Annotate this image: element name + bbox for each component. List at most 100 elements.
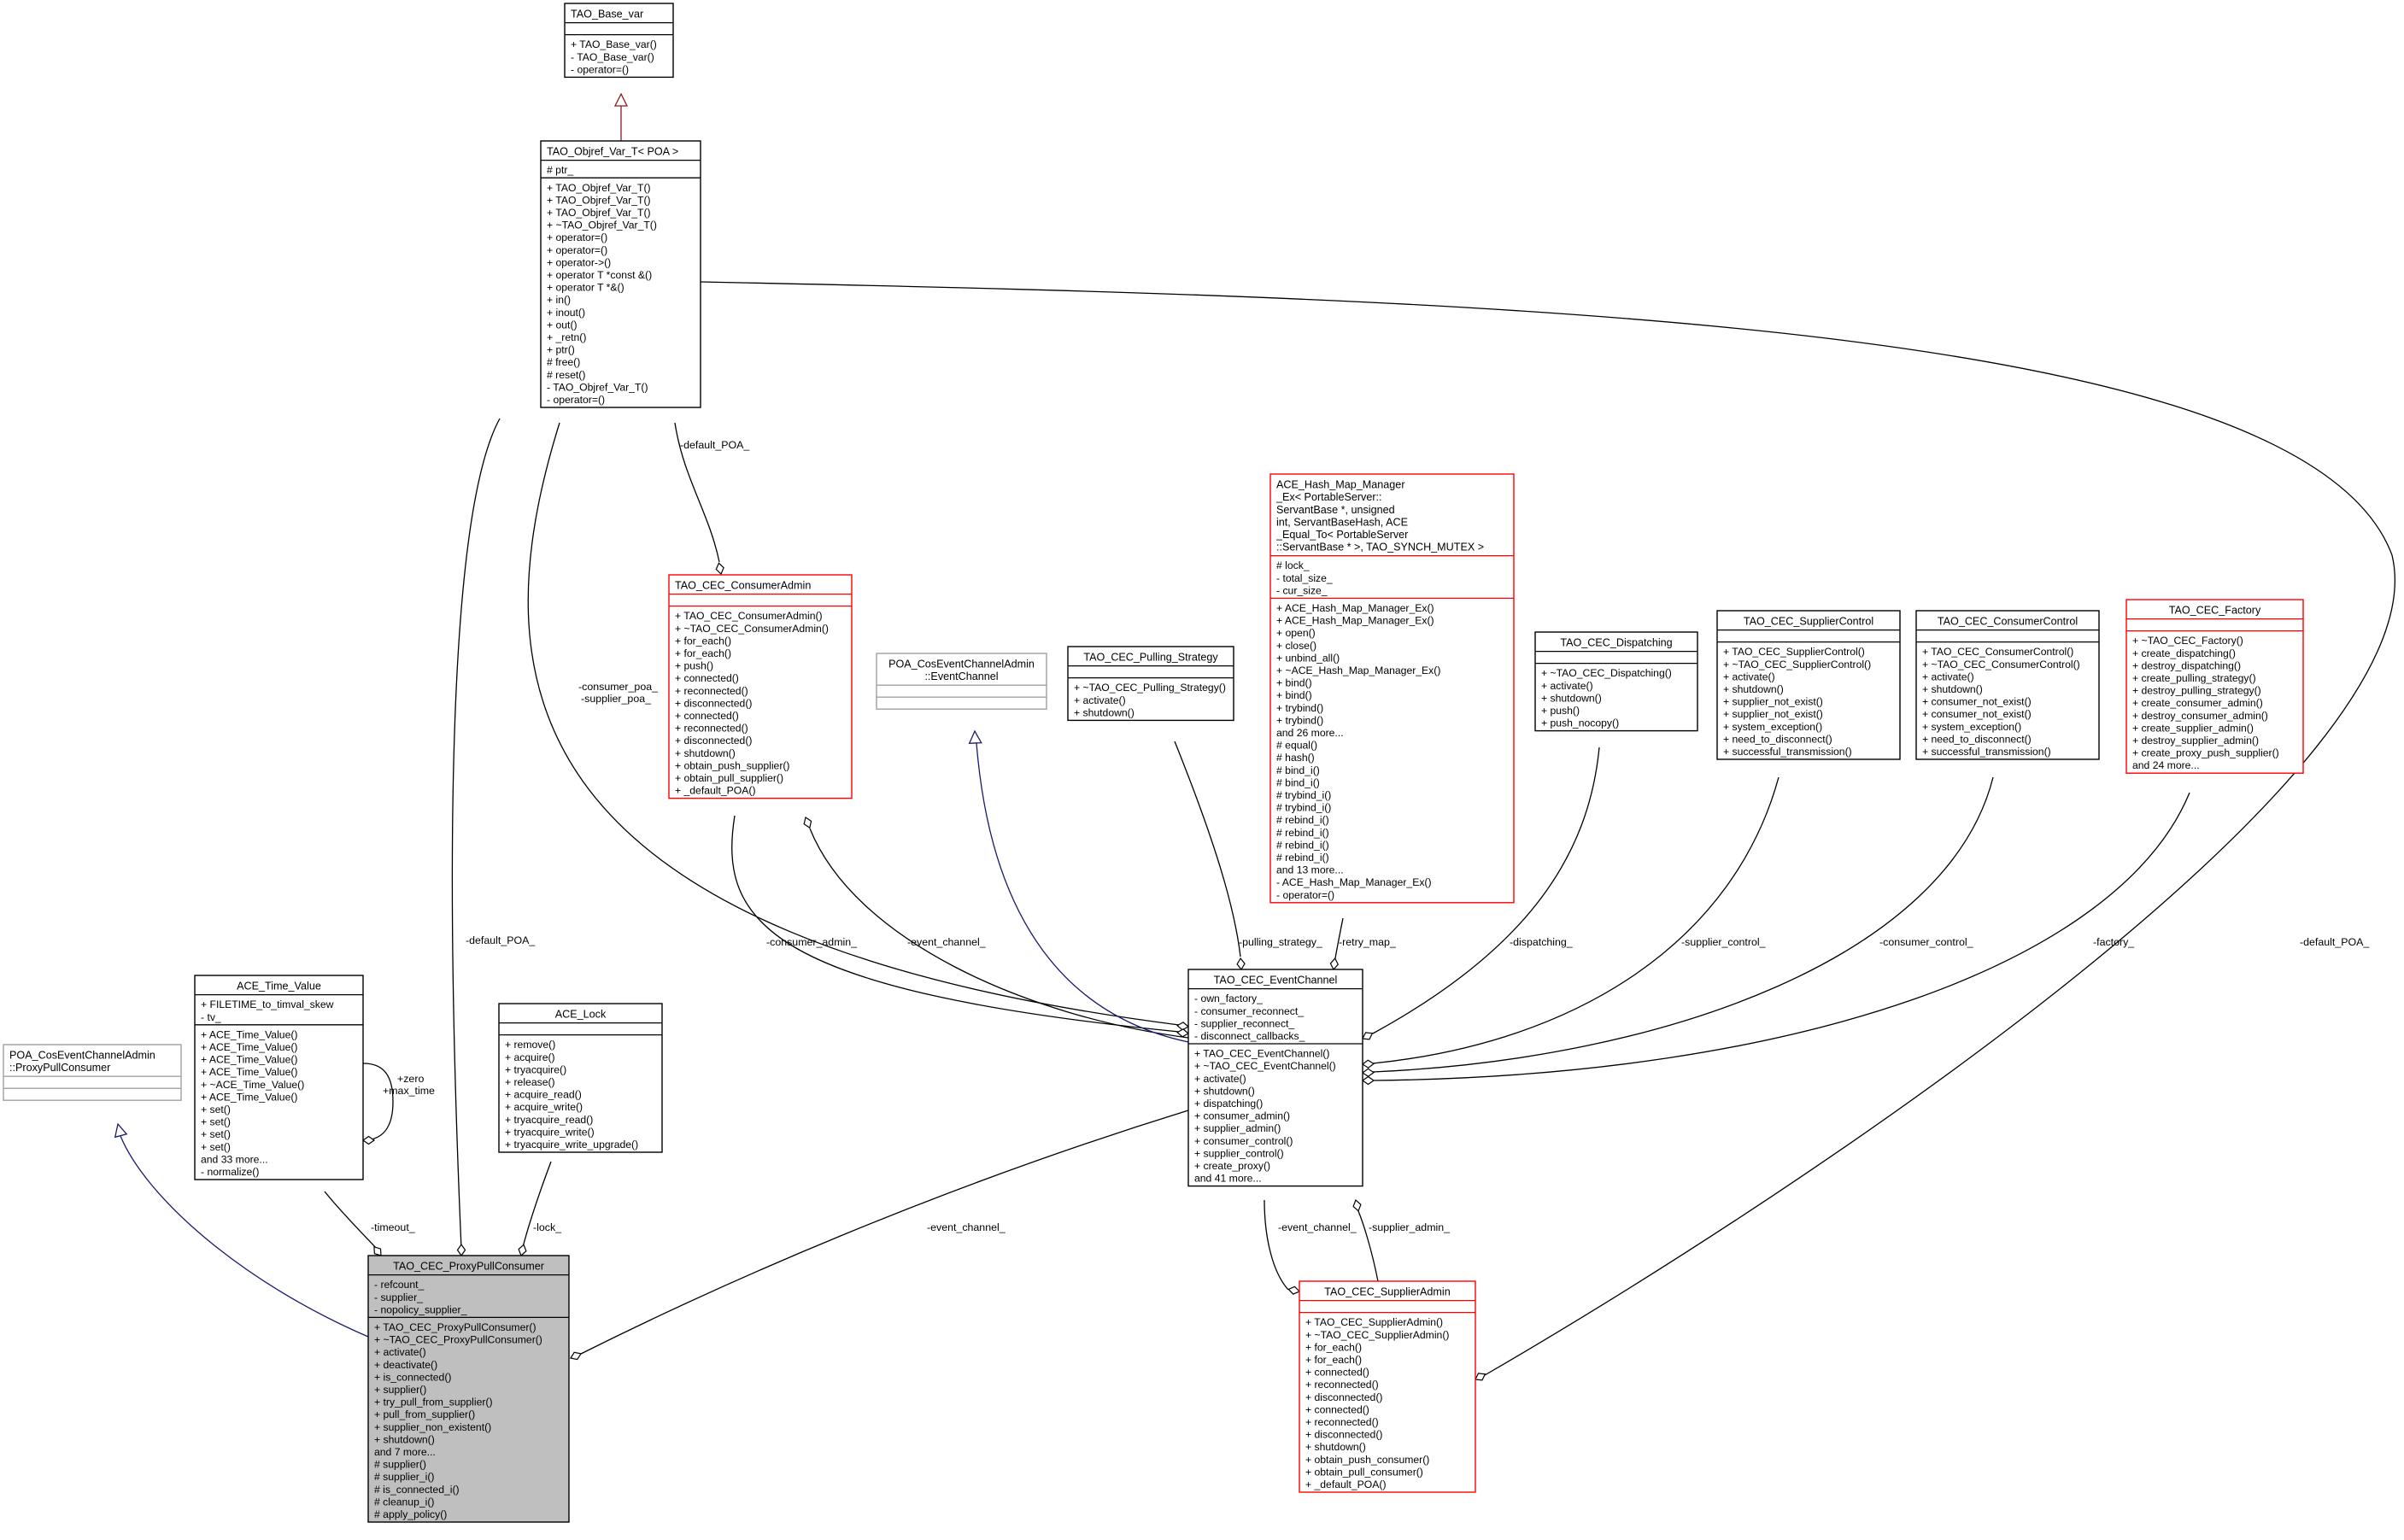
class-box-fill [195,975,363,1180]
class-border [1187,969,1363,1187]
edge-label-default-poa-right: -default_POA_ [2300,936,2370,948]
edge-inherit-event-channel-poa [976,742,1189,1043]
edge-time-value-self-loop [362,1063,394,1141]
member-operation: # rebind_i() [1276,839,1329,851]
edge-label-lock: -lock_ [533,1221,562,1233]
member-operation: + consumer_admin() [1194,1110,1290,1122]
member-operation: + operator T *const &() [547,269,652,281]
member-operation: # equal() [1276,740,1317,752]
aggregation-diamond [1361,1059,1375,1069]
member-attribute: # ptr_ [547,164,573,176]
member-operation: + try_pull_from_supplier() [374,1397,493,1408]
member-operation: + pull_from_supplier() [374,1408,475,1420]
member-operation: + reconnected() [1305,1416,1379,1428]
member-operation: + set() [201,1141,231,1153]
member-operation: + tryacquire_read() [505,1114,593,1126]
edge-lock-link [522,1161,552,1248]
member-operation: + obtain_push_supplier() [675,759,790,771]
member-operation: + ACE_Hash_Map_Manager_Ex() [1276,602,1434,614]
member-operation: # supplier_i() [374,1471,434,1483]
class-title: TAO_CEC_Pulling_Strategy [1083,652,1218,664]
member-attribute: - own_factory_ [1194,993,1263,1004]
member-operation: + create_dispatching() [2132,647,2236,659]
class-border [668,574,853,799]
member-operation: + system_exception() [1922,721,2021,733]
member-attribute: - total_size_ [1276,572,1333,584]
edge-label-event-channel-ca: -event_channel_ [907,936,987,948]
member-operation: + tryacquire() [505,1063,566,1075]
member-operation: + activate() [1194,1073,1246,1085]
member-operation: + activate() [374,1346,426,1358]
member-operation: + acquire() [505,1051,555,1063]
member-operation: + ~TAO_CEC_SupplierAdmin() [1305,1329,1449,1341]
edge-label-timeout: -timeout_ [371,1221,416,1233]
member-operation: + TAO_CEC_EventChannel() [1194,1048,1329,1060]
member-operation: + tryacquire_write_upgrade() [505,1139,638,1151]
member-attribute: - refcount_ [374,1279,424,1291]
edge-time-value-timeout [324,1191,378,1250]
member-operation: + set() [201,1104,231,1115]
member-operation: + for_each() [675,647,731,659]
member-operation: + tryacquire_write() [505,1126,595,1138]
aggregation-diamond [570,1351,582,1361]
aggregation-diamond [1475,1373,1486,1381]
member-operation: + create_supplier_admin() [2132,722,2254,734]
aggregation-diamond [1352,1198,1362,1212]
member-operation: + obtain_pull_supplier() [675,772,783,784]
member-operation: + ~TAO_CEC_SupplierControl() [1723,659,1871,670]
class-hash: ACE_Hash_Map_Manager_Ex< PortableServer:… [1269,473,1515,904]
member-operation: + TAO_Objref_Var_T() [547,207,651,219]
class-box-fill [1068,647,1234,721]
class-title: _Ex< PortableServer:: [1275,491,1382,503]
member-operation: + TAO_CEC_ProxyPullConsumer() [374,1321,537,1333]
member-operation: # supplier() [374,1459,426,1471]
member-attribute: - supplier_reconnect_ [1194,1017,1294,1029]
member-attribute: + FILETIME_to_timval_skew [201,998,334,1010]
class-box-fill [2126,600,2303,774]
aggregation-diamond [1361,1068,1375,1078]
class-time-value: ACE_Time_Value+ FILETIME_to_timval_skew-… [194,975,364,1180]
member-operation: + TAO_Objref_Var_T() [547,182,651,194]
edge-label-zero: +zero [397,1073,424,1085]
class-border [1067,646,1234,722]
member-operation: + create_consumer_admin() [2132,697,2263,709]
class-consumer-admin: TAO_CEC_ConsumerAdmin+ TAO_CEC_ConsumerA… [668,574,853,799]
member-operation: + destroy_dispatching() [2132,659,2241,671]
member-operation: and 13 more... [1276,864,1344,876]
class-supplier-admin: TAO_CEC_SupplierAdmin+ TAO_CEC_SupplierA… [1299,1280,1476,1493]
edges [114,92,2395,1381]
member-attribute: # lock_ [1276,559,1310,571]
inheritance-arrowhead [613,92,629,107]
member-operation: + connected() [1305,1403,1369,1415]
edge-label-supplier-poa: -supplier_poa_ [581,693,652,705]
member-operation: + supplier_not_exist() [1723,708,1823,720]
member-operation: # reset() [547,369,585,381]
member-operation: # free() [547,356,580,368]
member-operation: # is_connected_i() [374,1484,460,1496]
member-operation: + _default_POA() [1305,1479,1387,1490]
member-operation: - ACE_Hash_Map_Manager_Ex() [1276,876,1432,888]
member-operation: + push() [1541,705,1580,717]
edge-label-consumer-poa: -consumer_poa_ [578,681,659,693]
member-operation: + remove() [505,1039,555,1051]
member-operation: + for_each() [1305,1354,1362,1366]
member-operation: + connected() [675,672,739,684]
member-attribute: - cur_size_ [1276,584,1328,596]
member-operation: + TAO_Objref_Var_T() [547,194,651,206]
class-box-fill [1188,969,1363,1186]
class-box-fill [565,3,673,78]
member-operation: + inout() [547,307,585,319]
member-operation: + ~TAO_CEC_Dispatching() [1541,667,1672,679]
member-operation: + shutdown() [675,747,736,759]
edge-label-max-time: +max_time [383,1085,435,1097]
member-operation: + ~TAO_CEC_EventChannel() [1194,1060,1336,1072]
class-title: POA_CosEventChannelAdmin [9,1050,155,1062]
aggregation-diamond [373,1245,382,1256]
member-attribute: - supplier_ [374,1291,423,1303]
class-lock: ACE_Lock+ remove()+ acquire()+ tryacquir… [498,1003,663,1153]
member-operation: + TAO_CEC_SupplierAdmin() [1305,1316,1443,1328]
member-operation: + ~TAO_CEC_Pulling_Strategy() [1074,682,1226,694]
class-box-fill [1299,1281,1475,1492]
member-operation: + destroy_supplier_admin() [2132,735,2259,747]
member-operation: + acquire_write() [505,1101,583,1113]
